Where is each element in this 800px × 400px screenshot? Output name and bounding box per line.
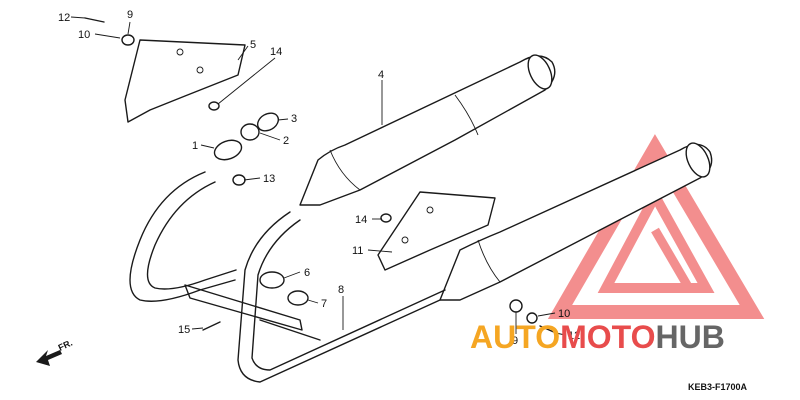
callout-8: 8 (338, 284, 344, 296)
lower-bracket (377, 191, 496, 271)
callout-7: 7 (321, 298, 327, 310)
callout-12-top: 12 (58, 12, 70, 24)
callout-13: 13 (263, 173, 275, 185)
svg-text:AUTOMOTOHUB: AUTOMOTOHUB (470, 319, 725, 355)
watermark-part-auto: AUTO (470, 319, 560, 355)
callout-14-mid: 14 (355, 214, 367, 226)
watermark-logo-icon (547, 134, 765, 319)
gasket-parts (84, 17, 557, 334)
callout-9-top: 9 (127, 9, 133, 21)
callout-6: 6 (304, 267, 310, 279)
callout-12-bottom: 12 (568, 330, 580, 342)
callout-5: 5 (250, 39, 256, 51)
callout-1: 1 (192, 140, 198, 152)
exhaust-pipes (129, 171, 446, 383)
callout-11: 11 (352, 245, 363, 257)
callout-3: 3 (291, 113, 297, 125)
lower-muffler (439, 142, 713, 301)
front-direction-indicator: FR. (36, 338, 74, 366)
callout-10-bottom: 10 (558, 308, 570, 320)
callout-10-top: 10 (78, 29, 90, 41)
upper-bracket (124, 39, 246, 123)
callout-4: 4 (378, 69, 384, 81)
watermark-text: AUTOMOTOHUB (470, 319, 725, 355)
callout-9-bottom: 9 (512, 335, 518, 347)
callout-14-top: 14 (270, 46, 282, 58)
leader-lines (70, 16, 566, 336)
diagram-code: KEB3-F1700A (688, 382, 748, 392)
callout-2: 2 (283, 135, 289, 147)
front-arrow-icon (36, 350, 62, 366)
watermark-part-hub: HUB (655, 319, 724, 355)
callout-15: 15 (178, 324, 190, 336)
watermark-part-moto: MOTO (560, 319, 655, 355)
front-label: FR. (57, 338, 74, 353)
callout-labels: 12 9 10 5 14 4 3 1 2 13 14 11 6 7 8 15 1… (58, 9, 580, 347)
upper-muffler (299, 54, 556, 206)
